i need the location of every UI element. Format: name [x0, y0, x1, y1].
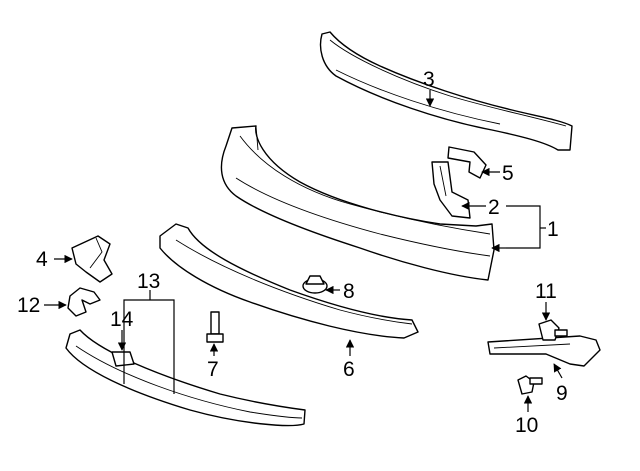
callout-10: 10 — [515, 414, 538, 437]
callout-7: 7 — [207, 358, 219, 381]
part-1-bumper-cover — [220, 125, 495, 281]
callout-3: 3 — [423, 68, 435, 91]
callout-13: 13 — [137, 270, 160, 293]
part-5-bracket — [447, 146, 487, 179]
callout-9: 9 — [556, 382, 568, 405]
part-12-bracket — [67, 287, 101, 317]
part-9-side-bracket — [487, 335, 601, 367]
part-2-bracket — [431, 161, 471, 219]
callout-11: 11 — [535, 280, 557, 303]
part-13-lower-valance — [65, 329, 306, 427]
callout-4: 4 — [36, 248, 48, 271]
part-10-bolt — [517, 375, 543, 395]
part-3-upper-cover — [319, 31, 573, 151]
callout-labels: 1 2 3 4 5 6 7 8 9 10 11 12 13 14 — [17, 68, 568, 437]
callout-1: 1 — [547, 218, 559, 241]
callout-5: 5 — [502, 162, 514, 185]
part-14-nut — [111, 351, 135, 367]
callout-8: 8 — [343, 280, 355, 303]
part-4-clip — [71, 235, 113, 283]
callout-14: 14 — [110, 308, 134, 331]
part-6-reinforcement — [159, 223, 419, 339]
callout-6: 6 — [343, 358, 355, 381]
callout-12: 12 — [17, 294, 40, 317]
part-8-push-clip — [302, 275, 328, 294]
callout-2: 2 — [488, 196, 500, 219]
leader-lines — [44, 90, 563, 412]
part-7-bolt — [206, 311, 224, 343]
